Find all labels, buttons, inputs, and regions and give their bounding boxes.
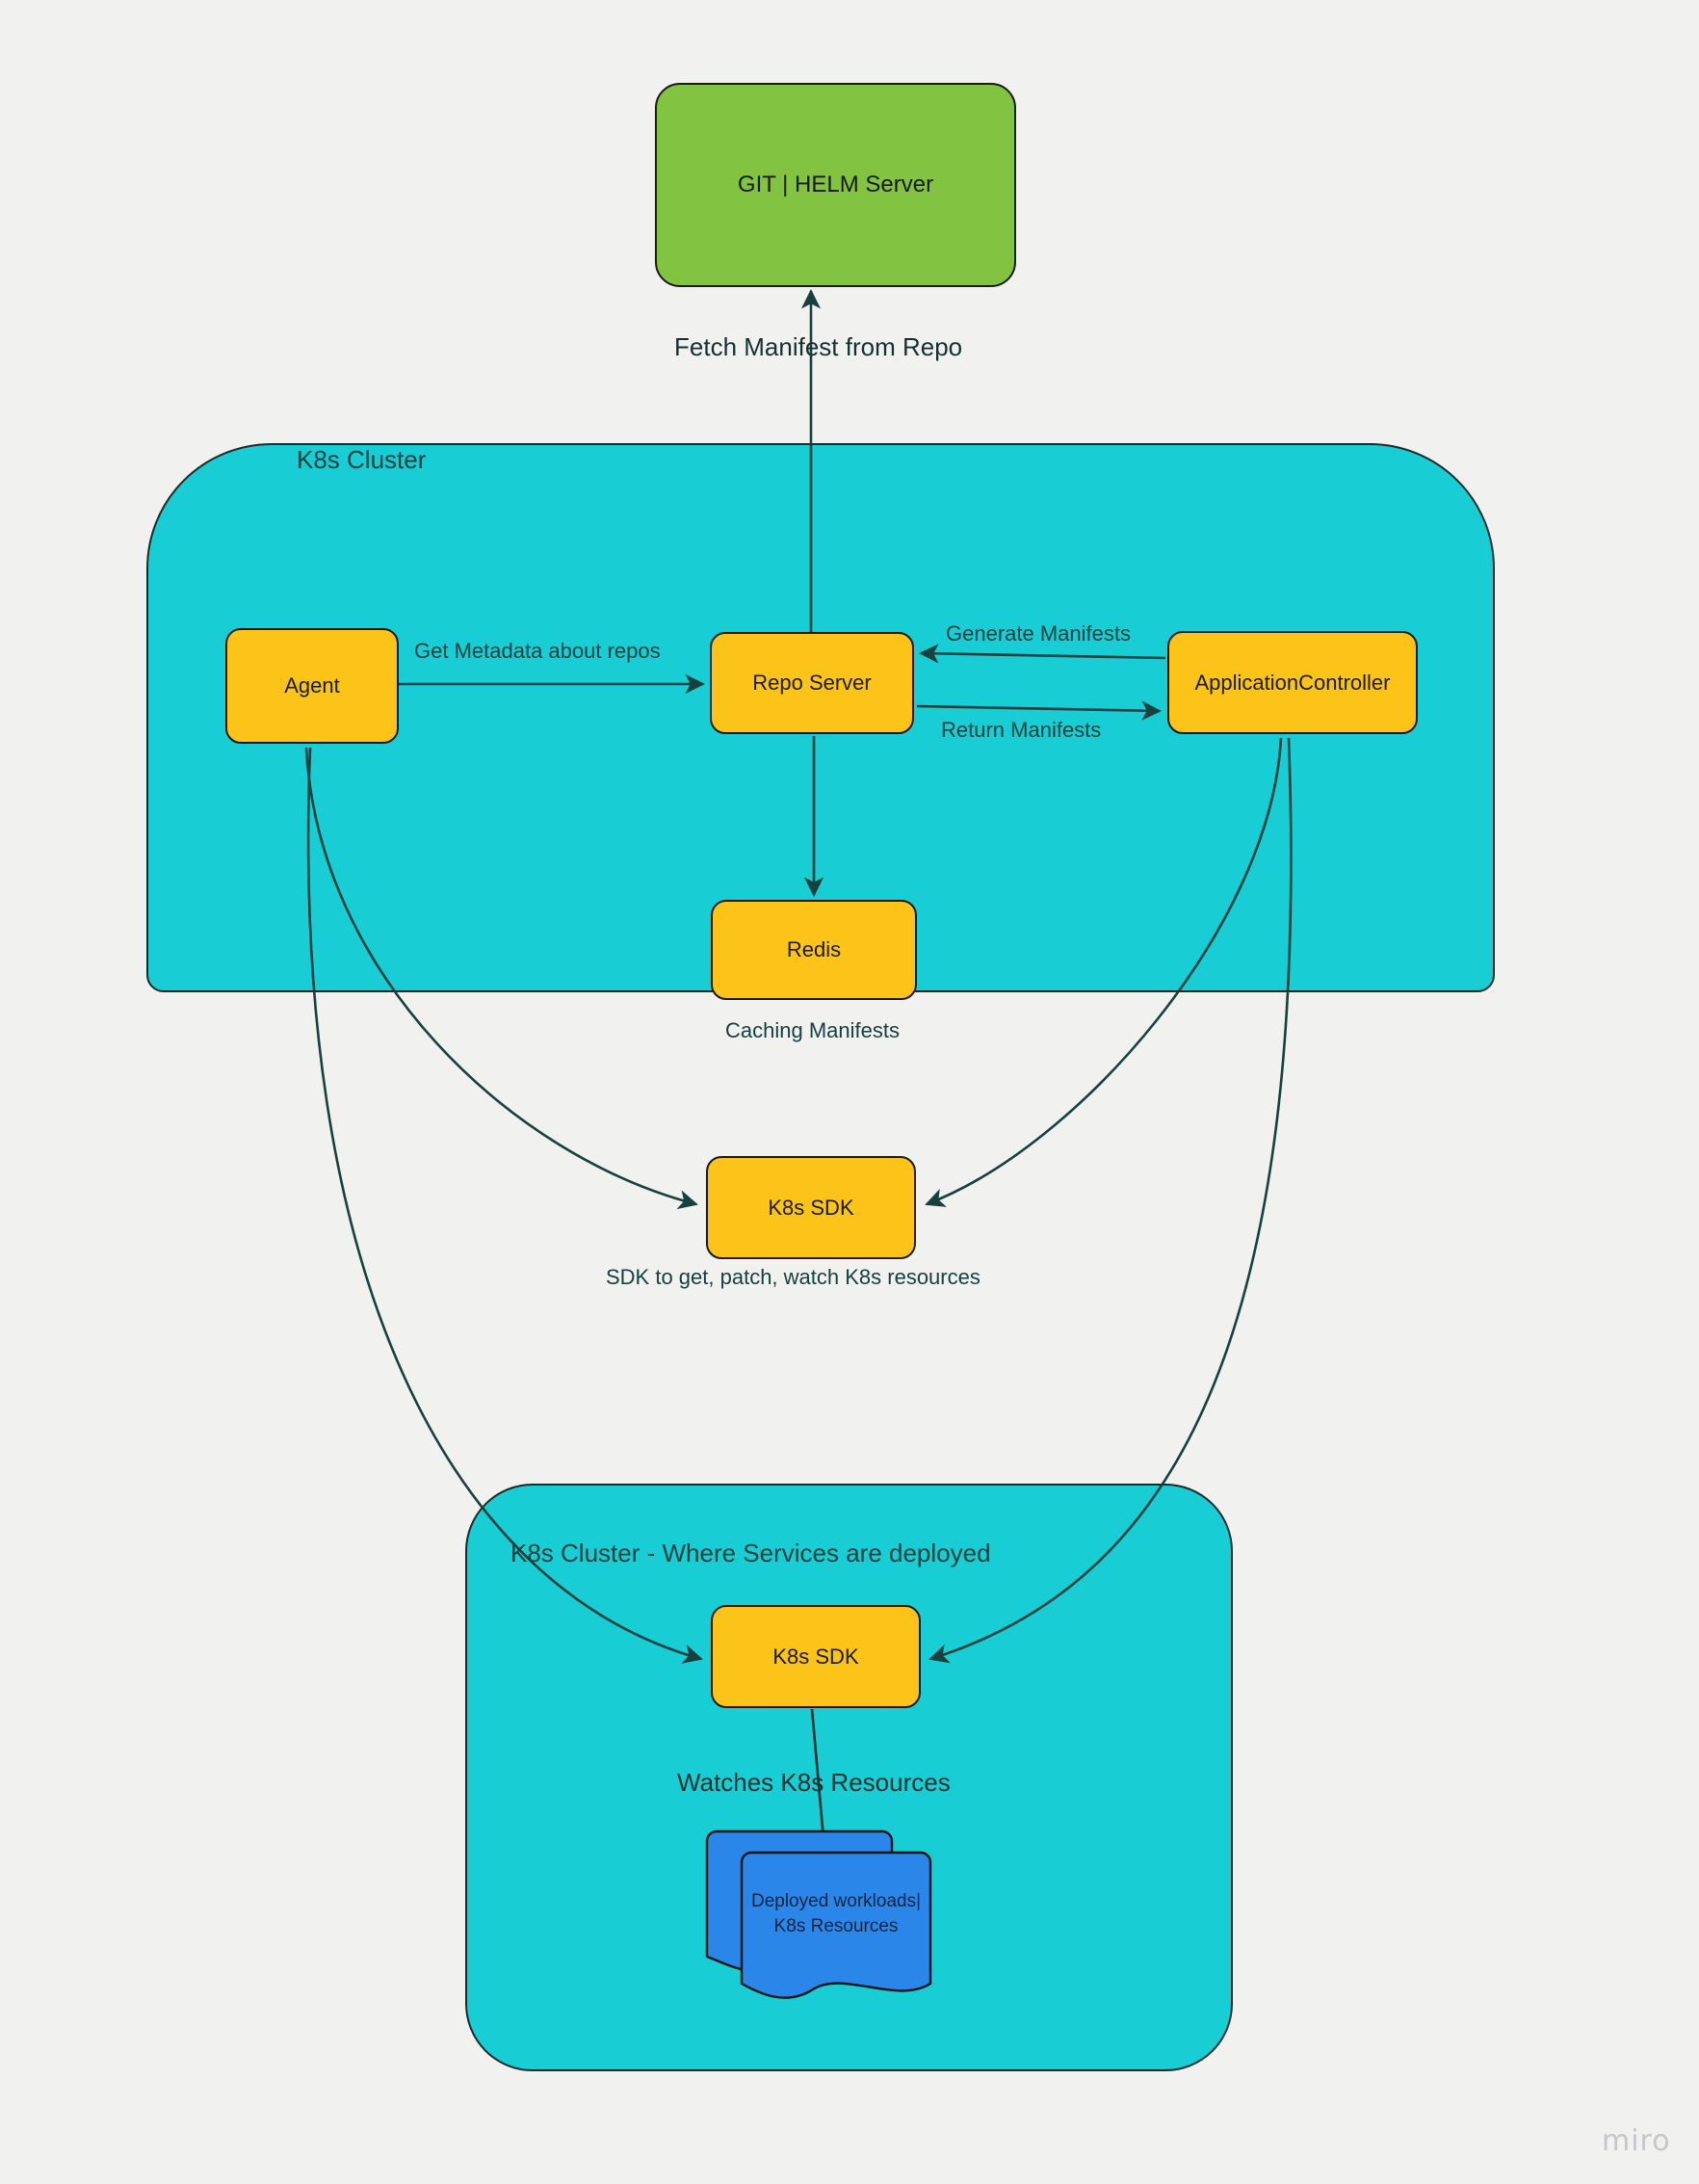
node-k8s-sdk-lower-label: K8s SDK: [772, 1644, 859, 1669]
node-agent-label: Agent: [284, 673, 340, 698]
edge-label-caching-manifests: Caching Manifests: [725, 1018, 900, 1042]
node-k8s-sdk-upper[interactable]: K8s SDK: [706, 1156, 916, 1259]
node-application-controller[interactable]: ApplicationController: [1167, 631, 1418, 734]
miro-watermark: miro: [1602, 2124, 1671, 2158]
node-deployed-workloads[interactable]: Deployed workloads| K8s Resources: [699, 1829, 950, 2013]
edge-generate-manifests[interactable]: [919, 644, 1166, 664]
edge-label-generate-manifests: Generate Manifests: [946, 621, 1131, 645]
document-stack-shape: [705, 1829, 932, 1999]
node-repo-server-label: Repo Server: [752, 671, 872, 696]
node-agent[interactable]: Agent: [225, 628, 399, 744]
edge-watches-k8s-resources[interactable]: [810, 1708, 833, 1852]
edge-label-watches-k8s-resources: Watches K8s Resources: [677, 1768, 951, 1797]
edge-label-get-metadata: Get Metadata about repos: [414, 639, 661, 663]
node-git-helm-server-label: GIT | HELM Server: [737, 171, 934, 197]
edge-agent-to-lower-k8s-sdk[interactable]: [306, 747, 703, 1664]
node-redis[interactable]: Redis: [711, 900, 917, 1000]
edge-return-manifests[interactable]: [916, 700, 1162, 721]
edge-agent-to-k8s-sdk[interactable]: [304, 747, 698, 1210]
node-k8s-sdk-lower[interactable]: K8s SDK: [711, 1605, 921, 1708]
document-sheet-front: [740, 1851, 932, 1999]
node-repo-server[interactable]: Repo Server: [710, 632, 914, 734]
node-k8s-sdk-upper-label: K8s SDK: [768, 1195, 854, 1220]
edge-appcontroller-to-lower-k8s-sdk[interactable]: [928, 737, 1293, 1664]
node-application-controller-label: ApplicationController: [1194, 670, 1391, 695]
edge-label-return-manifests: Return Manifests: [941, 718, 1102, 742]
cluster-services-label: K8s Cluster - Where Services are deploye…: [510, 1539, 991, 1567]
cluster-main-label: K8s Cluster: [297, 445, 427, 474]
edge-label-sdk-caption: SDK to get, patch, watch K8s resources: [606, 1265, 980, 1289]
node-git-helm-server[interactable]: GIT | HELM Server: [655, 83, 1016, 287]
edge-label-fetch-manifest: Fetch Manifest from Repo: [674, 332, 963, 361]
node-redis-label: Redis: [786, 937, 842, 962]
edge-appcontroller-to-k8s-sdk[interactable]: [925, 737, 1283, 1207]
